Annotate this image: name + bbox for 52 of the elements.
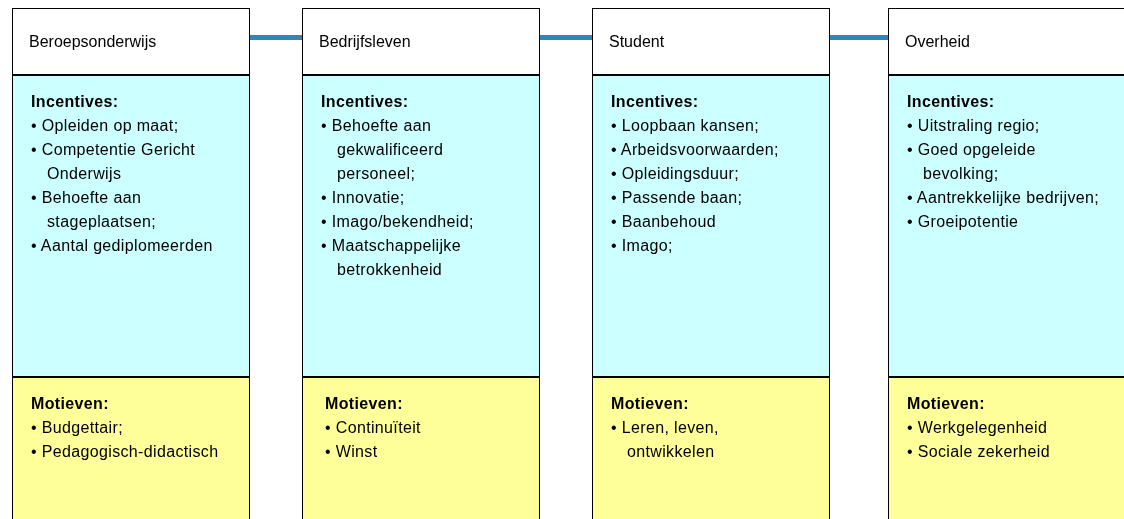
bullet-item: • Innovatie; bbox=[321, 188, 406, 208]
bullet-item: • Maatschappelijke betrokkenheid bbox=[321, 236, 462, 280]
bullet-item: • Aantrekkelijke bedrijven; bbox=[907, 188, 1101, 208]
section-heading: Motieven: bbox=[31, 394, 110, 414]
bullet-item: • Behoefte aan gekwalificeerd personeel; bbox=[321, 116, 445, 184]
header-title: Beroepsonderwijs bbox=[28, 32, 157, 51]
incentives-panel bbox=[12, 75, 250, 377]
bullet-item: • Opleidingsduur; bbox=[611, 164, 741, 184]
bullet-item: • Uitstraling regio; bbox=[907, 116, 1041, 136]
connector-line bbox=[830, 35, 888, 40]
section-heading: Motieven: bbox=[325, 394, 404, 414]
connector-line bbox=[250, 35, 302, 40]
bullet-item: • Behoefte aan stageplaatsen; bbox=[31, 188, 157, 232]
incentives-panel bbox=[302, 75, 540, 377]
bullet-item: • Imago; bbox=[611, 236, 674, 256]
incentives-panel bbox=[888, 75, 1124, 377]
section-heading: Incentives: bbox=[31, 92, 120, 112]
bullet-item: • Goed opgeleide bevolking; bbox=[907, 140, 1037, 184]
section-heading: Motieven: bbox=[907, 394, 986, 414]
header-box bbox=[302, 8, 540, 75]
section-heading: Motieven: bbox=[611, 394, 690, 414]
bullet-item: • Winst bbox=[325, 442, 379, 462]
header-title: Student bbox=[608, 32, 665, 51]
bullet-item: • Werkgelegenheid bbox=[907, 418, 1049, 438]
connector-line bbox=[540, 35, 592, 40]
motives-panel bbox=[888, 377, 1124, 519]
bullet-item: • Budgettair; bbox=[31, 418, 124, 438]
bullet-item: • Baanbehoud bbox=[611, 212, 717, 232]
section-heading: Incentives: bbox=[321, 92, 410, 112]
bullet-item: • Arbeidsvoorwaarden; bbox=[611, 140, 780, 160]
bullet-item: • Passende baan; bbox=[611, 188, 744, 208]
motives-panel bbox=[12, 377, 250, 519]
incentives-panel bbox=[592, 75, 830, 377]
bullet-item: • Aantal gediplomeerden bbox=[31, 236, 214, 256]
bullet-item: • Competentie Gericht Onderwijs bbox=[31, 140, 197, 184]
bullet-item: • Loopbaan kansen; bbox=[611, 116, 761, 136]
motives-panel bbox=[302, 377, 540, 519]
bullet-item: • Leren, leven, ontwikkelen bbox=[611, 418, 720, 462]
bullet-item: • Continuïteit bbox=[325, 418, 422, 438]
header-box bbox=[12, 8, 250, 75]
bullet-item: • Sociale zekerheid bbox=[907, 442, 1051, 462]
section-heading: Incentives: bbox=[611, 92, 700, 112]
bullet-item: • Imago/bekendheid; bbox=[321, 212, 475, 232]
bullet-item: • Opleiden op maat; bbox=[31, 116, 180, 136]
header-title: Overheid bbox=[904, 32, 970, 51]
bullet-item: • Pedagogisch-didactisch bbox=[31, 442, 220, 462]
header-box bbox=[888, 8, 1124, 75]
header-box bbox=[592, 8, 830, 75]
bullet-item: • Groeipotentie bbox=[907, 212, 1020, 232]
motives-panel bbox=[592, 377, 830, 519]
header-title: Bedrijfsleven bbox=[318, 32, 411, 51]
section-heading: Incentives: bbox=[907, 92, 996, 112]
